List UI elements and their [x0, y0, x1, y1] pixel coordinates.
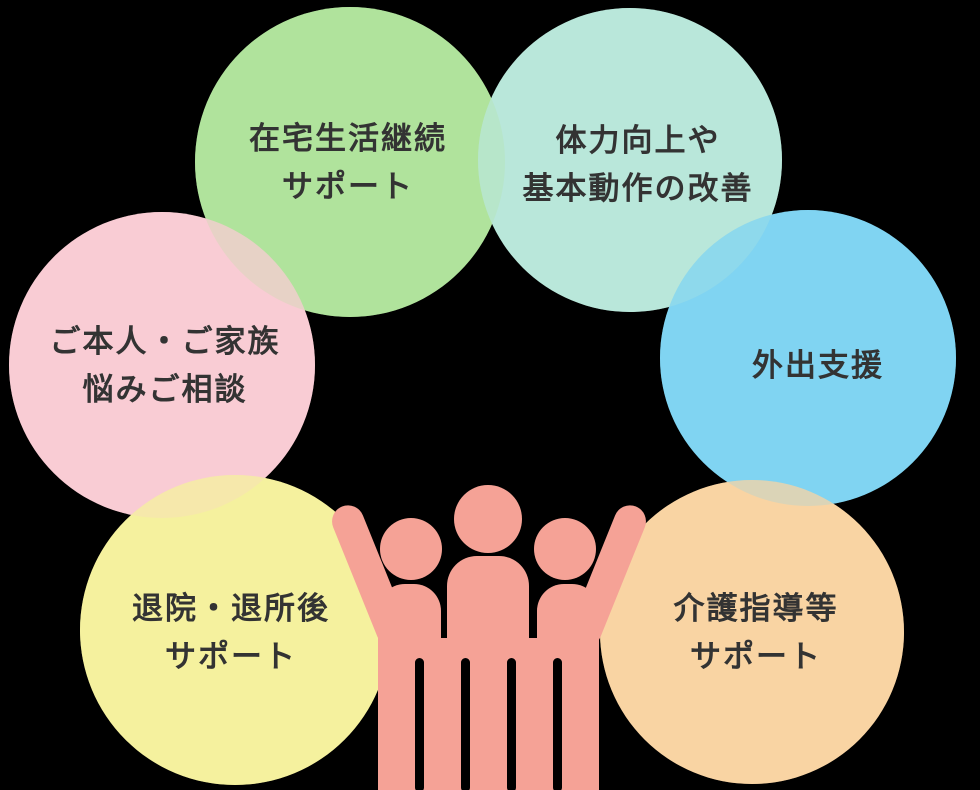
leg-gap-icon	[507, 658, 516, 790]
circle-family-consultation-blend	[9, 212, 315, 518]
leg-gap-icon	[415, 658, 424, 790]
label-discharge-support: 退院・退所後 サポート	[132, 590, 330, 675]
person-center-head-icon	[454, 485, 522, 553]
label-outing-support: 外出支援	[752, 347, 884, 384]
label-home-life-support: 在宅生活継続 サポート	[249, 120, 447, 205]
legs-block-icon	[378, 638, 599, 790]
leg-gaps	[415, 658, 562, 790]
person-right-head-icon	[534, 518, 596, 580]
label-care-guidance: 介護指導等 サポート	[673, 590, 839, 675]
circle-care-guidance-blend	[600, 480, 904, 784]
label-physical-improvement: 体力向上や 基本動作の改善	[522, 122, 754, 207]
circle-outing-support-blend	[660, 210, 956, 506]
label-family-consultation: ご本人・ご家族 悩みご相談	[49, 323, 281, 408]
person-left-head-icon	[380, 518, 442, 580]
leg-gap-icon	[553, 658, 562, 790]
leg-gap-icon	[461, 658, 470, 790]
